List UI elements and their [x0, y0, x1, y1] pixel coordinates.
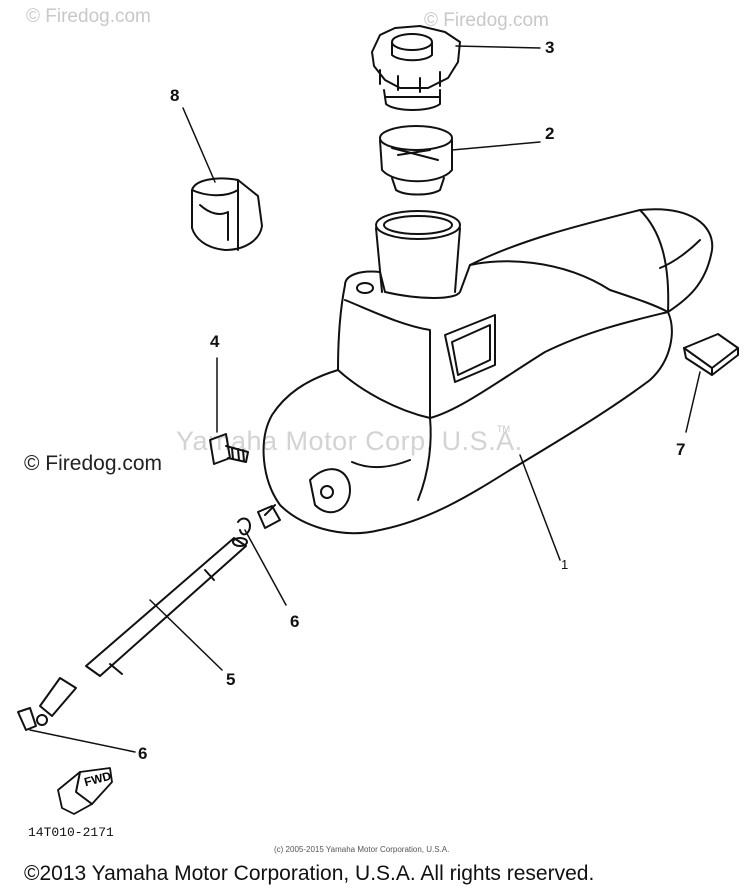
watermark-left: © Firedog.com: [24, 452, 163, 475]
callout-3[interactable]: 3: [545, 38, 555, 57]
small-copyright: (c) 2005-2015 Yamaha Motor Corporation, …: [274, 845, 450, 854]
fuel-hose: [39, 537, 248, 717]
fuel-strainer: [379, 125, 541, 196]
callout-6-lower[interactable]: 6: [138, 744, 148, 763]
fuel-tank: [262, 208, 714, 561]
bolt: [209, 357, 249, 465]
callout-4[interactable]: 4: [210, 332, 220, 351]
hose-clip-upper: [237, 505, 287, 606]
rubber-damper: [182, 107, 263, 251]
hose-clip-lower: [17, 707, 136, 753]
callout-7[interactable]: 7: [676, 440, 686, 459]
callout-8[interactable]: 8: [170, 86, 180, 105]
callout-1[interactable]: 1: [561, 557, 569, 572]
callout-5[interactable]: 5: [226, 670, 236, 689]
footer-copyright: ©2013 Yamaha Motor Corporation, U.S.A. A…: [24, 862, 595, 885]
filler-neck: [375, 210, 461, 293]
fuel-cap: [371, 25, 541, 111]
diagram-code: 14T010-2171: [28, 825, 114, 840]
watermark-top-right: © Firedog.com: [424, 10, 549, 31]
watermark-tm: TM: [497, 424, 510, 434]
callout-2[interactable]: 2: [545, 124, 555, 143]
watermark-top-left: © Firedog.com: [26, 6, 151, 27]
cushion-pad: [683, 333, 739, 433]
fwd-arrow: [57, 767, 113, 815]
callout-6-upper[interactable]: 6: [290, 612, 300, 631]
watermark-center: Yamaha Motor Corp. U.S.A.: [176, 426, 523, 456]
